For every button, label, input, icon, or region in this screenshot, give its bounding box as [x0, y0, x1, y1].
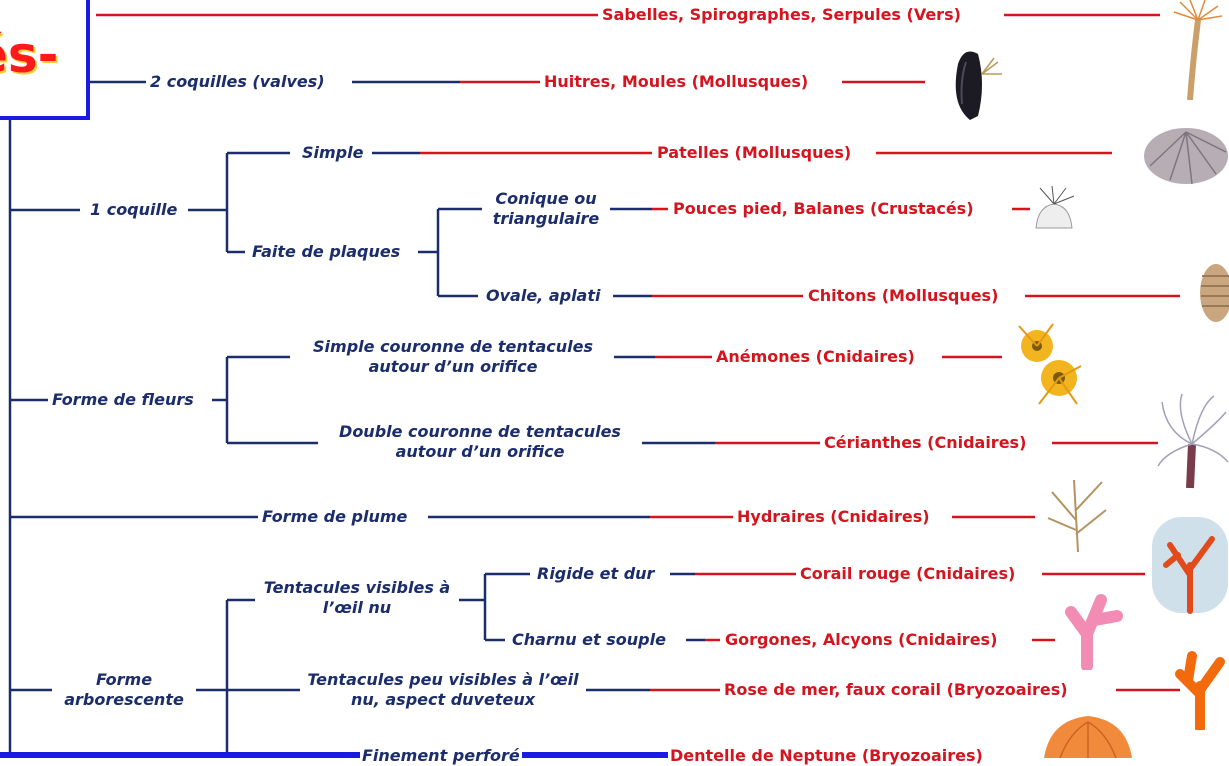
title-text: és-	[0, 26, 59, 84]
node-plates: Faite de plaques	[250, 242, 403, 262]
leaf-chitons: Chitons (Mollusques)	[806, 286, 1001, 306]
leaf-dentelle: Dentelle de Neptune (Bryozoaires)	[668, 746, 985, 766]
node-visible-tentacles: Tentacules visibles à l’œil nu	[255, 578, 459, 618]
soft-coral-illustration	[1065, 594, 1123, 670]
node-one-shell: 1 coquille	[88, 200, 180, 220]
node-feather: Forme de plume	[260, 507, 410, 527]
leaf-cerianthes: Cérianthes (Cnidaires)	[822, 433, 1029, 453]
leaf-huitres: Huitres, Moules (Mollusques)	[542, 72, 811, 92]
leaf-gorgones: Gorgones, Alcyons (Cnidaires)	[723, 630, 1000, 650]
leaf-pouces: Pouces pied, Balanes (Crustacés)	[671, 199, 976, 219]
anemone-illustration	[1018, 323, 1082, 405]
node-fleshy: Charnu et souple	[510, 630, 668, 650]
node-simple: Simple	[300, 143, 366, 163]
node-oval: Ovale, aplati	[484, 286, 603, 306]
node-single-crown: Simple couronne de tentacules autour d’u…	[292, 337, 614, 377]
node-arborescent: Forme arborescente	[52, 670, 196, 710]
leaf-corail: Corail rouge (Cnidaires)	[798, 564, 1018, 584]
red-coral-illustration	[1152, 517, 1228, 614]
node-flowers: Forme de fleurs	[50, 390, 196, 410]
node-two-shells: 2 coquilles (valves)	[148, 72, 327, 92]
leaf-anemones: Anémones (Cnidaires)	[714, 347, 917, 367]
barnacle-illustration	[1035, 185, 1075, 229]
leaf-hydraires: Hydraires (Cnidaires)	[735, 507, 932, 527]
false-coral-illustration	[1175, 651, 1225, 730]
tube-worm-illustration	[1173, 0, 1223, 100]
node-perforated: Finement perforé	[360, 746, 522, 766]
leaf-patelles: Patelles (Mollusques)	[655, 143, 854, 163]
cerianthus-illustration	[1157, 393, 1229, 489]
title-box: és-	[0, 0, 90, 120]
limpet-illustration	[1144, 128, 1228, 185]
node-conical: Conique ou triangulaire	[482, 189, 610, 229]
leaf-rose: Rose de mer, faux corail (Bryozoaires)	[722, 680, 1070, 700]
node-rigid: Rigide et dur	[535, 564, 657, 584]
hydroid-illustration	[1047, 479, 1107, 553]
node-double-crown: Double couronne de tentacules autour d’u…	[318, 422, 642, 462]
node-faint-tentacles: Tentacules peu visibles à l’œil nu, aspe…	[300, 670, 586, 710]
mussel-illustration	[955, 51, 1002, 120]
chiton-illustration	[1200, 264, 1229, 322]
lace-bryozoan-illustration	[1044, 716, 1132, 758]
leaf-sabelles: Sabelles, Spirographes, Serpules (Vers)	[600, 5, 963, 25]
